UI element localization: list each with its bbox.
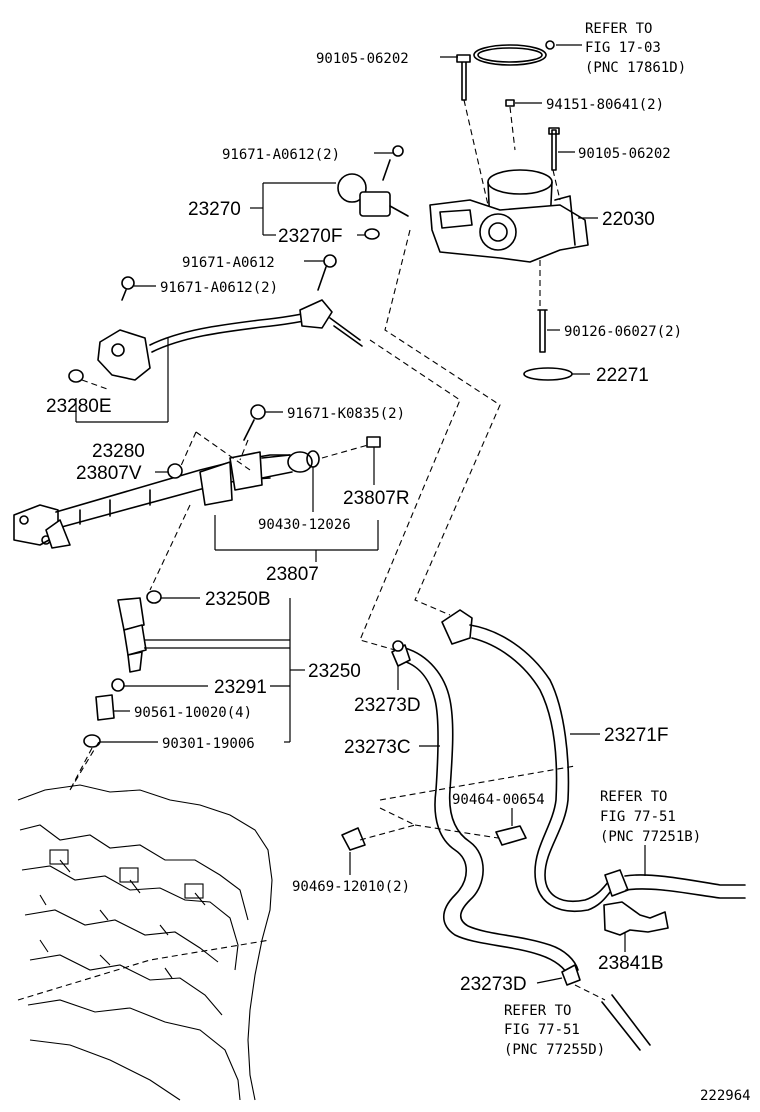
fuel-hose-23273c [399, 647, 579, 979]
throttle-body-22030 [429, 169, 589, 263]
label-23291: 23291 [214, 677, 267, 698]
vapor-hose-23271f [441, 609, 746, 912]
label-91671-a0612: 91671-A0612 [182, 255, 275, 271]
o-ring-90301 [83, 734, 101, 748]
label-23273d-bottom: 23273D [460, 974, 527, 995]
label-23807r: 23807R [343, 488, 410, 509]
reference-fig-77-51-a: REFER TO FIG 77-51 (PNC 77251B) [600, 789, 701, 845]
clamp-23273d-top-head [392, 640, 404, 652]
label-90126: 90126-06027(2) [564, 324, 682, 340]
dash-route-4 [359, 807, 417, 841]
dash-tb-4 [552, 169, 561, 201]
dash-23280e [81, 379, 111, 391]
label-90464: 90464-00654 [452, 792, 545, 808]
ref-77-51b-line3: (PNC 77255D) [504, 1042, 605, 1058]
dash-route-3 [379, 765, 576, 801]
label-22030: 22030 [602, 209, 655, 230]
label-23270f: 23270F [278, 226, 342, 247]
hose-clamp-inner [477, 47, 543, 63]
label-22271: 22271 [596, 365, 649, 386]
label-23250b: 23250B [205, 589, 271, 610]
ref-77-51a-line3: (PNC 77251B) [600, 829, 701, 845]
grommet-23291 [111, 678, 125, 692]
label-23807v: 23807V [76, 463, 142, 484]
dash-route-5 [414, 824, 499, 839]
pressure-regulator-23270 [337, 145, 409, 217]
injector-23250 [117, 597, 147, 673]
label-90430: 90430-12026 [258, 517, 351, 533]
pipe-77255d [601, 994, 651, 1051]
vsv-23841b [603, 901, 669, 936]
o-ring-23250b [146, 590, 162, 604]
ref-17-03-line1: REFER TO [585, 21, 652, 37]
label-23271f: 23271F [604, 725, 668, 746]
bolt-91671-k0835 [243, 404, 266, 441]
engine-block-illustration [17, 739, 273, 1101]
reference-fig-77-51-b: REFER TO FIG 77-51 (PNC 77255D) [504, 1003, 605, 1058]
dash-route-1 [384, 229, 501, 616]
insulator-90561 [95, 694, 115, 721]
label-23841b: 23841B [598, 953, 664, 974]
fuel-pipe-23280 [97, 299, 363, 381]
dash-rail-5 [149, 504, 191, 591]
leader-lines [75, 44, 646, 984]
plug-23807r [366, 436, 381, 448]
clip-90464 [495, 825, 527, 846]
dash-rail-4 [179, 431, 197, 469]
label-90105-top: 90105-06202 [316, 51, 409, 67]
label-23270: 23270 [188, 199, 241, 220]
label-23280: 23280 [92, 441, 145, 462]
diagram-id: 222964 [700, 1088, 751, 1104]
ref-77-51b-line2: FIG 77-51 [504, 1022, 580, 1038]
reference-fig-17-03: REFER TO FIG 17-03 (PNC 17861D) [585, 21, 686, 76]
dash-rail-3 [195, 431, 251, 471]
bolt-91671-a0612-2b [121, 276, 135, 301]
clamp-screw [545, 40, 555, 50]
label-91671-a0612-2a: 91671-A0612(2) [222, 147, 340, 163]
label-90561: 90561-10020(4) [134, 705, 252, 721]
dash-route-6 [574, 984, 606, 1001]
gasket-22271 [523, 367, 573, 381]
label-23250: 23250 [308, 661, 361, 682]
nut-94151 [505, 99, 515, 107]
bolt-90105-top [456, 54, 471, 101]
o-ring-23280e [68, 369, 84, 383]
label-91671-k0835: 91671-K0835(2) [287, 406, 405, 422]
cap-23807v [167, 463, 183, 479]
dash-tb-1 [463, 99, 489, 206]
bolt-90105-right [548, 127, 560, 171]
hose-clamp-17861d [473, 44, 547, 66]
bolt-91671-a0612 [317, 254, 337, 291]
label-90469: 90469-12010(2) [292, 879, 410, 895]
ref-77-51b-line1: REFER TO [504, 1003, 571, 1019]
label-23807: 23807 [266, 564, 319, 585]
label-90105-right: 90105-06202 [578, 146, 671, 162]
label-90301: 90301-19006 [162, 736, 255, 752]
clamp-90469 [341, 827, 366, 851]
ref-77-51a-line2: FIG 77-51 [600, 809, 676, 825]
label-94151: 94151-80641(2) [546, 97, 664, 113]
label-91671-a0612-2b: 91671-A0612(2) [160, 280, 278, 296]
ref-77-51a-line1: REFER TO [600, 789, 667, 805]
dash-rail-2 [239, 439, 249, 461]
ref-17-03-line2: FIG 17-03 [585, 40, 661, 56]
label-23280e: 23280E [46, 396, 112, 417]
dash-injector [69, 747, 93, 791]
clamp-23273d-bottom [561, 964, 581, 986]
dash-route-2 [359, 339, 461, 651]
ref-17-03-line3: (PNC 17861D) [585, 60, 686, 76]
o-ring-23270f [364, 228, 380, 240]
dash-tb-2 [509, 106, 516, 151]
stud-90126 [537, 309, 548, 353]
dash-rail-1 [321, 444, 369, 459]
label-23273d-top: 23273D [354, 695, 421, 716]
label-23273c: 23273C [344, 737, 411, 758]
fuel-rail-23807 [13, 451, 313, 549]
